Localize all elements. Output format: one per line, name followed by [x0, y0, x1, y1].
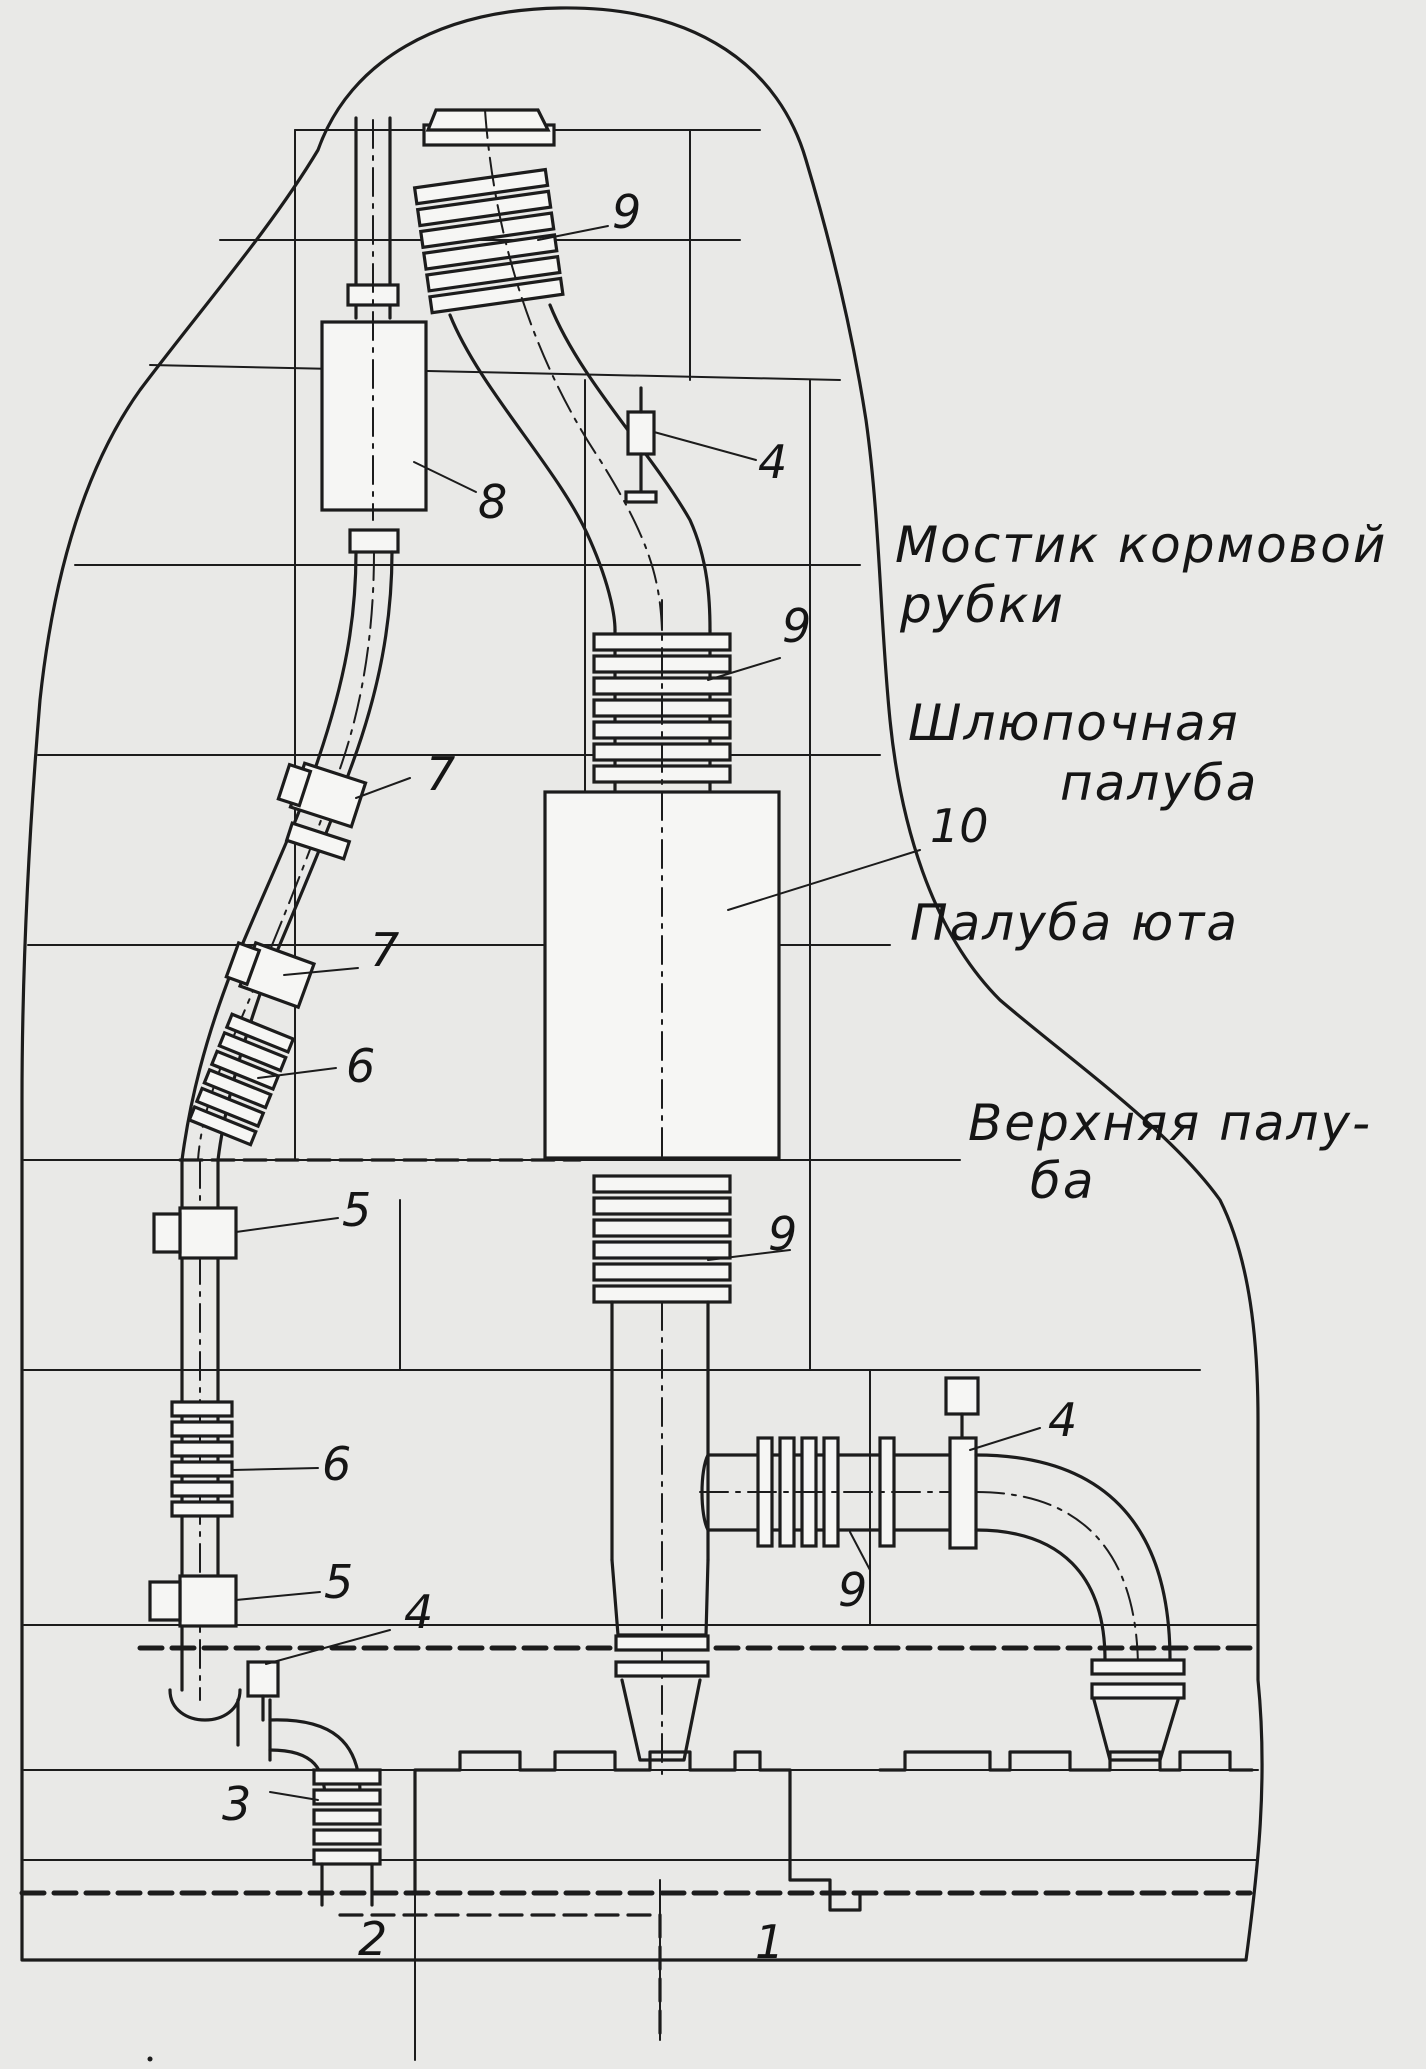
drain-valve-4-left: [246, 1660, 280, 1698]
callout-6-upper: 6: [346, 1039, 375, 1093]
engine-block: [413, 1750, 1254, 1912]
main-exhaust-pipe: [412, 108, 1186, 1781]
deck-labels: Мостик кормовой рубки Шлюпочная палуба П…: [895, 516, 1387, 1210]
bellows-6-lower: [170, 1400, 234, 1518]
label-boat-line2: палуба: [1060, 754, 1258, 812]
label-upper-line1: Верхняя палу-: [968, 1094, 1372, 1152]
callout-2: 2: [358, 1912, 387, 1966]
drain-valve-4-top: [626, 410, 656, 456]
bellows-6-upper: [187, 1012, 296, 1147]
callout-8: 8: [478, 475, 507, 529]
label-upper-line2: ба: [1030, 1152, 1095, 1210]
callout-4-top: 4: [758, 435, 787, 489]
callout-numbers: 1 2 3 4 4 4 5 5 6 6 7 7 8 9 9 9 9 10: [222, 185, 1077, 1969]
callout-5-upper: 5: [342, 1183, 371, 1237]
callout-3: 3: [222, 1777, 251, 1831]
auxiliary-exhaust-pipe: [148, 116, 428, 1907]
callout-1: 1: [755, 1915, 784, 1969]
callout-9-top: 9: [612, 185, 641, 239]
callout-5-lower: 5: [324, 1555, 353, 1609]
coupling-5-upper: [178, 1206, 238, 1260]
callout-9-mid: 9: [782, 599, 811, 653]
label-bridge-line2: рубки: [899, 576, 1065, 634]
bellows-9-low: [592, 1174, 732, 1304]
callout-9-low: 9: [768, 1207, 797, 1261]
callout-4-right: 4: [1048, 1393, 1077, 1447]
cutaway-outline: [20, 6, 1264, 1962]
coupling-5-lower: [178, 1574, 238, 1628]
callout-6-lower: 6: [322, 1437, 351, 1491]
label-boat-line1: Шлюпочная: [908, 694, 1240, 752]
bellows-3: [312, 1768, 382, 1866]
label-bridge-line1: Мостик кормовой: [895, 516, 1387, 574]
leader-lines: [231, 225, 1041, 1801]
callout-10: 10: [930, 799, 989, 853]
callout-9-branch: 9: [838, 1563, 867, 1617]
callout-7-lower: 7: [370, 923, 399, 977]
drain-valve-4-right: [944, 1376, 980, 1416]
callout-7-upper: 7: [426, 747, 455, 801]
label-poop: Палуба юта: [910, 894, 1239, 952]
bellows-9-top: [412, 167, 565, 315]
callout-4-left: 4: [404, 1585, 433, 1639]
